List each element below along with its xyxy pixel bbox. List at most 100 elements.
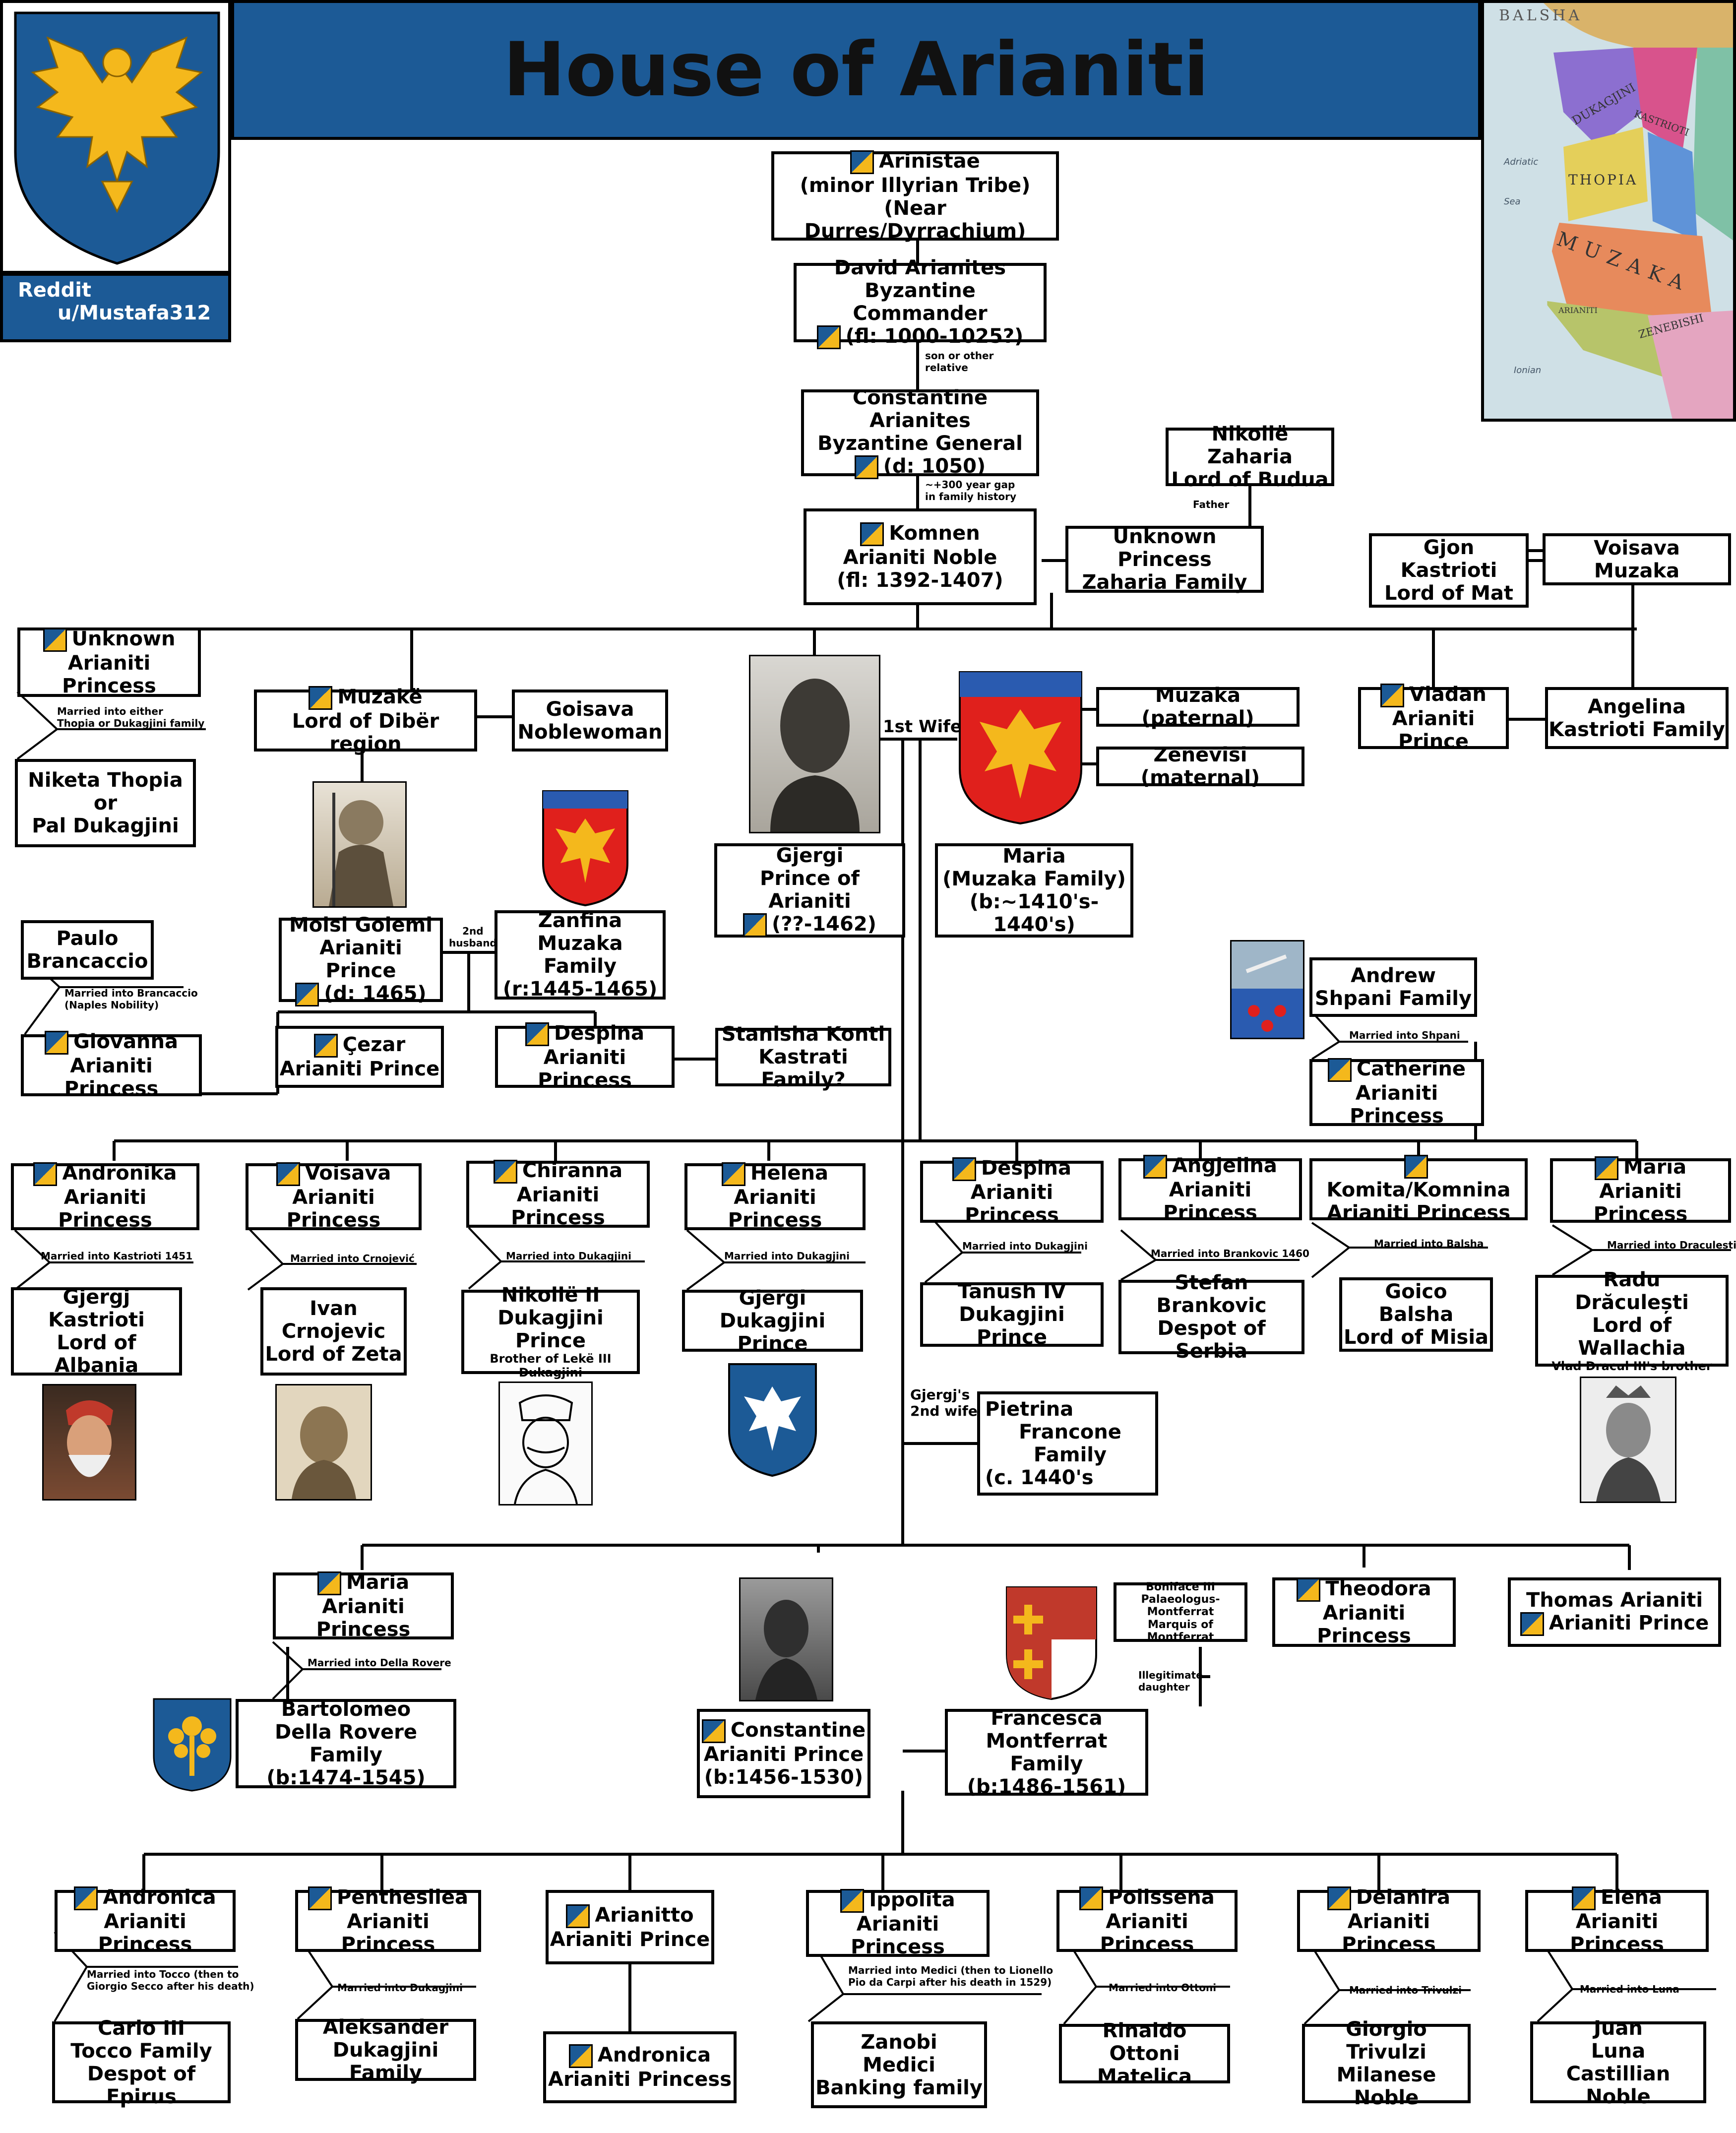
person-constantine-arianites: Constantine Arianites Byzantine General … — [801, 386, 1039, 479]
person-detail: (c. 1440's — [985, 1466, 1094, 1489]
person-name: Niketa Thopia — [28, 769, 183, 792]
line-gen2-drops — [113, 1141, 1638, 1161]
person-detail: Pal Dukagjini — [32, 815, 179, 837]
nikolle-ii-sketch — [498, 1381, 593, 1506]
person-detail: Vlad Dracul III's brother — [1551, 1359, 1712, 1373]
maria-muzaka-coat-of-arms — [957, 670, 1084, 826]
person-detail: (fl: 1392-1407) — [837, 569, 1003, 592]
person-name: Andronica — [103, 1886, 216, 1909]
person-detail: Shpani Family — [1314, 987, 1472, 1010]
person-detail: Arianiti Princess — [511, 1184, 605, 1229]
person-detail: Kastrioti Family — [1549, 718, 1725, 741]
person-detail: Lord of Misia — [1343, 1326, 1489, 1349]
person-name: Goisava — [546, 697, 634, 721]
person-name: Vladan — [1409, 683, 1487, 706]
person-detail: (d: 1465) — [324, 982, 427, 1005]
arianiti-emblem-icon — [952, 1157, 977, 1181]
person-name: Muzakë — [337, 686, 423, 708]
arianiti-emblem-icon — [525, 1022, 550, 1046]
arianiti-emblem-icon — [44, 1031, 68, 1055]
person-detail: (b:1456-1530) — [704, 1765, 864, 1789]
coat-of-arms-panel — [0, 0, 231, 274]
arianiti-emblem-icon — [1572, 1886, 1596, 1910]
map-label-sea: Sea — [1504, 196, 1521, 207]
person-zanobi: Zanobi Medici Banking family — [811, 2021, 987, 2108]
person-name: Gjergi — [776, 844, 844, 867]
person-detail: Arianiti Princess — [1317, 1601, 1411, 1647]
person-detail: Ottoni Matelica — [1097, 2042, 1192, 2088]
person-arianitto: Arianitto Arianiti Prince — [546, 1890, 714, 1964]
person-andronica-1: Andronica Arianiti Princess — [55, 1886, 236, 1956]
person-niketa-thopia: Niketa Thopia or Pal Dukagjini — [15, 759, 196, 847]
person-name: Carlo III — [98, 2016, 185, 2040]
person-detail: Kastrati Family? — [758, 1046, 848, 1091]
marriage-note-balsha: Married into Balsha — [1374, 1238, 1484, 1250]
map-label-adriatic: Adriatic — [1504, 157, 1539, 167]
person-arinistae: Arinistae (minor Illyrian Tribe) (Near D… — [771, 149, 1059, 243]
person-name: Komnen — [889, 522, 980, 545]
person-gjergi-dukagjini: Gjergi Dukagjini Prince — [682, 1287, 863, 1355]
person-name: Andronica — [597, 2044, 711, 2067]
marriage-note-dukagjini-4: Married into Dukagjini — [337, 1982, 463, 1994]
person-detail: Arianiti Princess — [728, 1186, 822, 1232]
arianiti-emblem-icon — [276, 1162, 300, 1186]
person-name: Despina — [981, 1157, 1071, 1180]
credit-line-2: u/Mustafa312 — [58, 302, 211, 324]
person-andrew-shpani: Andrew Shpani Family — [1309, 957, 1477, 1017]
marriage-note-trivulzi: Married into Trivulzi — [1349, 1984, 1462, 1996]
person-detail: or — [93, 792, 118, 815]
person-rinaldo: Rinaldo Ottoni Matelica — [1059, 2019, 1230, 2088]
person-detail: Castillian Noble — [1566, 2062, 1671, 2108]
dukagjini-eagle-shield — [727, 1362, 818, 1478]
person-name: Komita/Komnina — [1326, 1179, 1511, 1201]
line-gen3 — [361, 1544, 1631, 1570]
line-giovanna-cezar — [198, 1062, 279, 1095]
marriage-note-shpani: Married into Shpani — [1349, 1029, 1460, 1041]
person-detail: (minor Illyrian Tribe) — [800, 174, 1031, 197]
person-name: Rinaldo — [1102, 2019, 1187, 2042]
person-detail: Dukagjini Prince — [719, 1309, 826, 1355]
person-name: Despina — [554, 1022, 644, 1045]
person-name: Constantine — [730, 1718, 866, 1742]
person-goisava: Goisava Noblewoman — [512, 690, 668, 752]
person-polissena: Polissena Arianiti Princess — [1056, 1886, 1238, 1956]
person-elena: Elena Arianiti Princess — [1525, 1886, 1709, 1956]
person-detail: Arianiti Noble — [843, 546, 997, 569]
person-nikolle-zaharia: Nikollë Zaharia Lord of Budua — [1166, 423, 1334, 491]
person-detail: Arianiti Princess — [538, 1046, 632, 1092]
person-gjergji: Gjergi Prince of Arianiti (??-1462) — [714, 843, 905, 938]
person-radu: Radu Drăculești Lord of Wallachia Vlad D… — [1535, 1268, 1729, 1373]
arianiti-emblem-icon — [74, 1886, 98, 1910]
person-detail: Lord of Albania — [54, 1331, 139, 1377]
person-name: Stefan — [1175, 1271, 1248, 1294]
person-maria-arianiti-1: Maria Arianiti Princess — [1550, 1155, 1731, 1226]
person-detail: Arianiti Princess — [62, 651, 156, 697]
arianiti-emblem-icon — [816, 325, 841, 349]
person-despina-2: Despina Arianiti Princess — [920, 1157, 1104, 1227]
person-moisi-golemi: Moisi Golemi Arianiti Prince (d: 1465) — [279, 914, 443, 1006]
title-banner: House of Arianiti — [231, 0, 1481, 140]
person-muzake: Muzakë Lord of Dibër region — [254, 686, 477, 755]
person-carlo-iii: Carlo III Tocco Family Despot of Epirus — [52, 2017, 231, 2108]
person-name: Boniface III — [1146, 1580, 1215, 1593]
person-theodora: Theodora Arianiti Princess — [1272, 1577, 1456, 1647]
person-vladan: Vladan Arianiti Prince — [1358, 683, 1509, 753]
arianiti-emblem-icon — [701, 1719, 726, 1743]
arianiti-emblem-icon — [1297, 1577, 1321, 1602]
person-name: Arinistae — [879, 149, 980, 173]
person-stefan-brankovic: Stefan Brankovic Despot of Serbia — [1118, 1271, 1304, 1363]
person-maria-muzaka: Maria (Muzaka Family) (b:~1410's-1440's) — [935, 843, 1133, 938]
person-andronika: Andronika Arianiti Princess — [11, 1162, 199, 1232]
person-giovanna: Giovanna Arianiti Princess — [21, 1030, 202, 1100]
person-detail: Arianiti Princess — [851, 1913, 945, 1958]
person-name: Maria — [1002, 845, 1066, 868]
arianiti-emblem-icon — [313, 1034, 338, 1058]
person-name: Maria — [1623, 1155, 1687, 1179]
person-name: Tanush IV — [957, 1280, 1066, 1303]
person-ivan-crnojevic: Ivan Crnojevic Lord of Zeta — [260, 1287, 407, 1376]
person-detail: Arianiti Prince — [703, 1743, 864, 1766]
person-detail: Montferrat Family — [986, 1729, 1108, 1775]
person-name: Ippolita — [869, 1888, 955, 1911]
